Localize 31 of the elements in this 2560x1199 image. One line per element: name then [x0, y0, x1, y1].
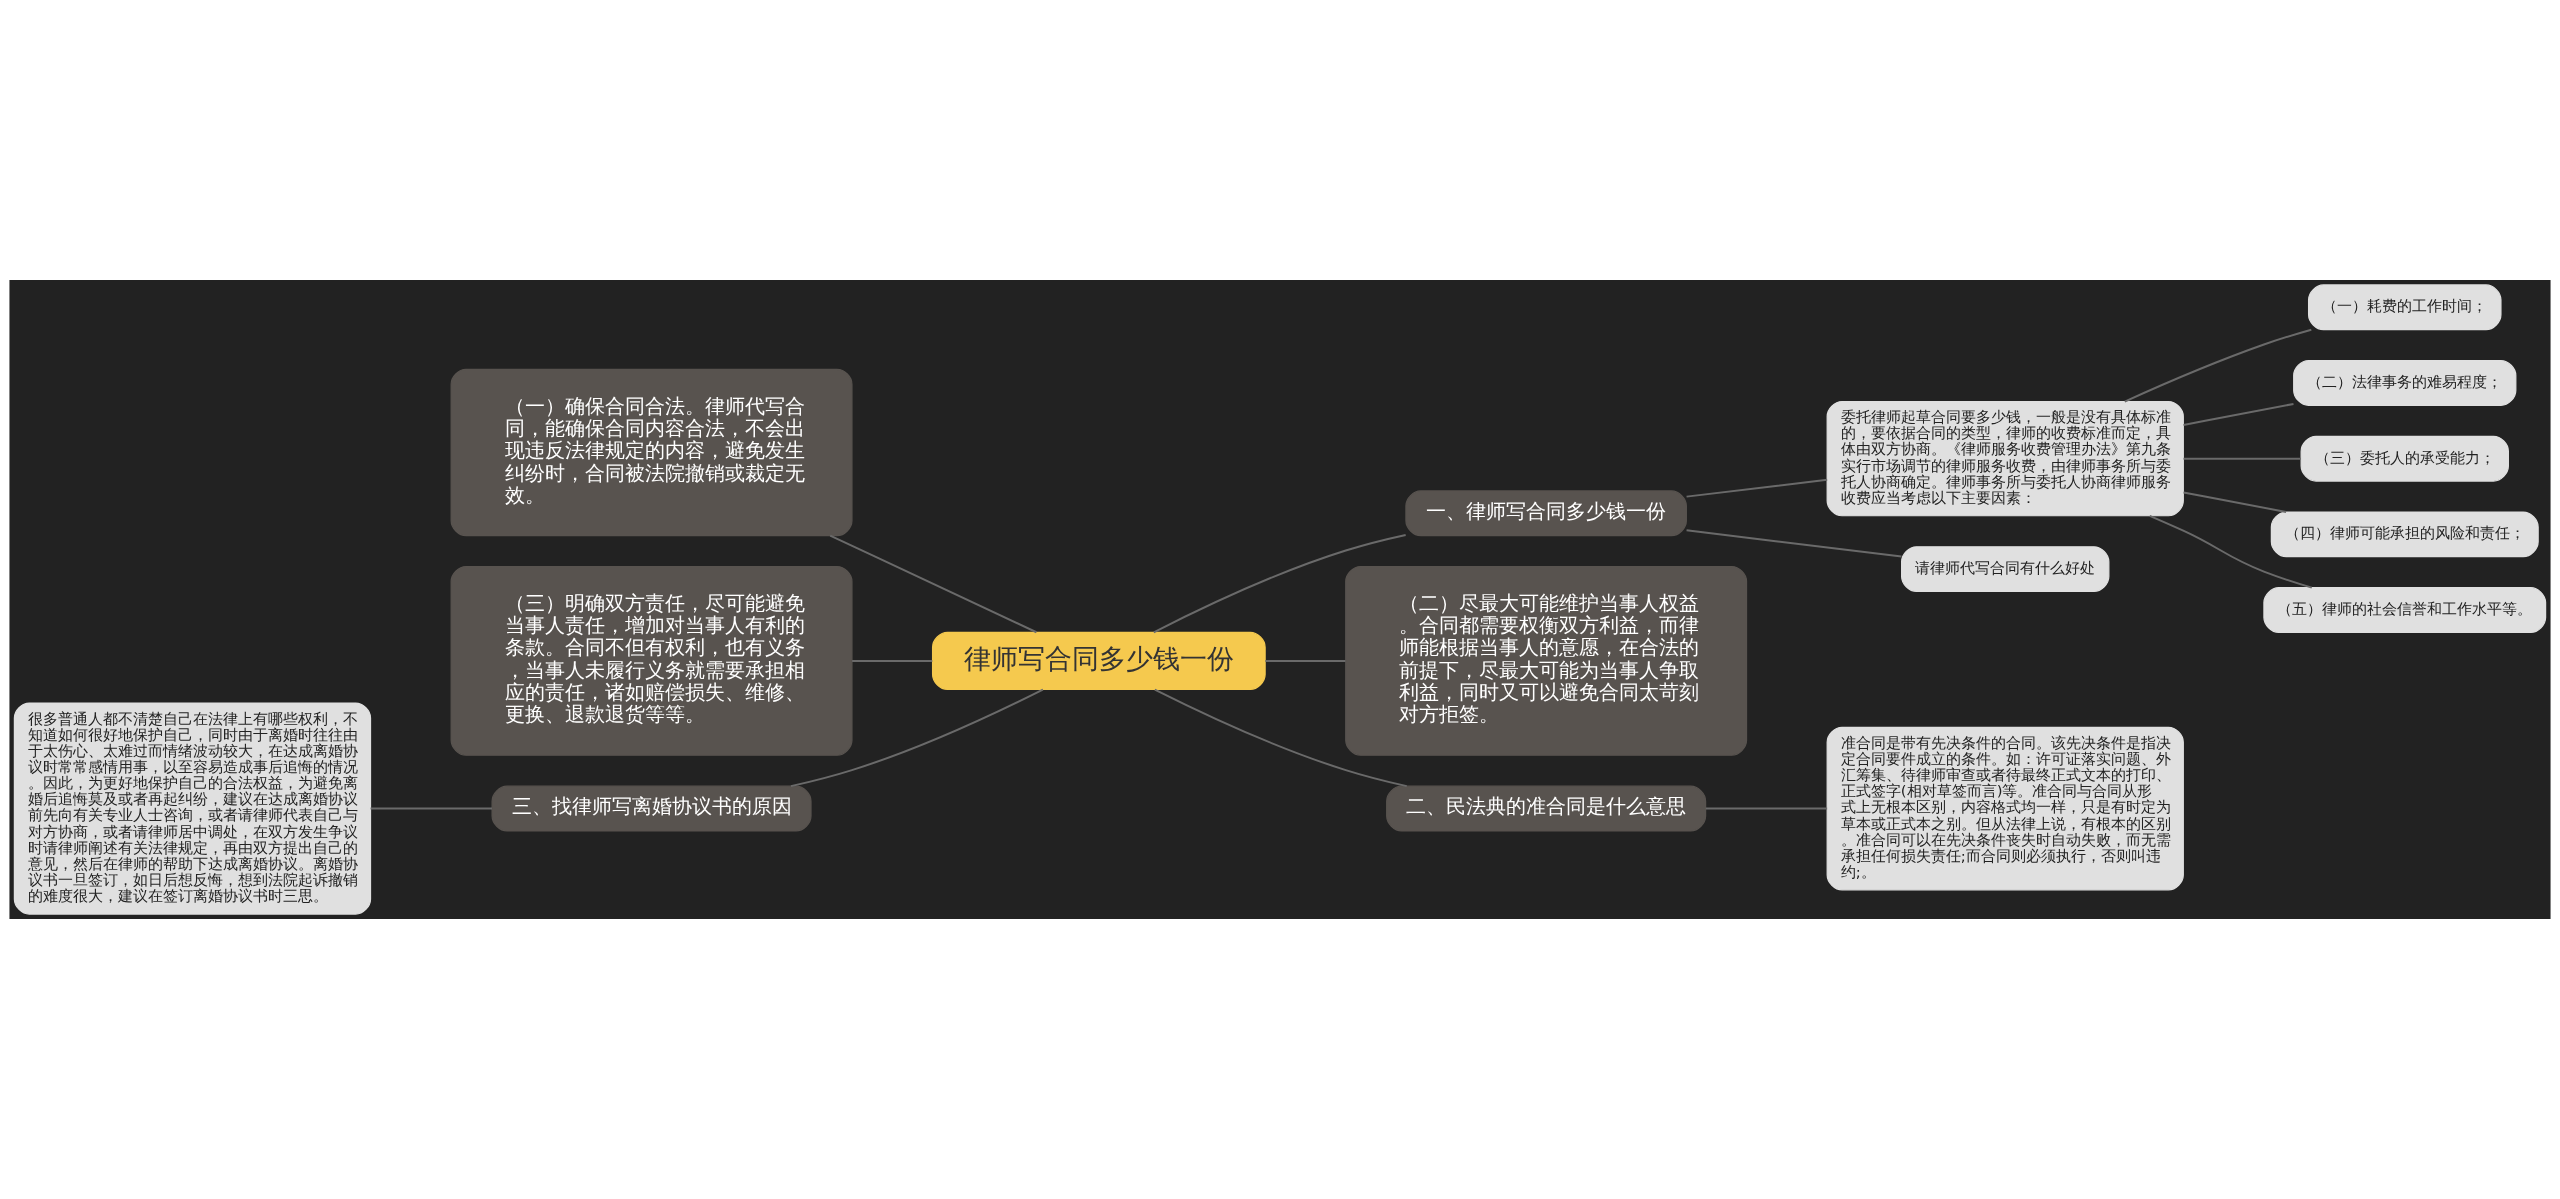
connector	[1685, 529, 1903, 558]
connector	[369, 807, 493, 810]
connector	[829, 534, 1038, 634]
node-box: （一）确保合同合法。律师代写合同，能确保合同内容合法，不会出现违反法律规定的内容，避免发生纠纷时，合同被法院撤销或裁定无效。	[450, 368, 853, 537]
node-box: 二、民法典的准合同是什么意思	[1386, 785, 1707, 832]
node-box: （五）律师的社会信誉和工作水平等。	[2263, 587, 2547, 633]
node-box: （三）明确双方责任，尽可能避免当事人责任，增加对当事人有利的条款。合同不但有权利，也有义务，当事人未履行义务就需要承担相应的责任，诸如赔偿损失、维修、更换、退款退货等等。	[450, 566, 853, 756]
connector	[789, 688, 1044, 788]
connector	[2182, 491, 2288, 513]
node-box: （四）律师可能承担的风险和责任；	[2270, 511, 2539, 558]
node-box: 三、找律师写离婚协议书的原因	[491, 785, 812, 832]
connector	[2182, 402, 2295, 426]
node-box: （二）法律事务的难易程度；	[2293, 360, 2517, 406]
connector	[1704, 807, 1829, 810]
node-box: 一、律师写合同多少钱一份	[1405, 490, 1687, 537]
connector	[1153, 688, 1408, 788]
connector	[2148, 514, 2313, 589]
node-box: （一）耗费的工作时间；	[2308, 284, 2502, 331]
connector	[2123, 328, 2313, 403]
node-box: 很多普通人都不清楚自己在法律上有哪些权利，不知道如何很好地保护自己，同时由于离婚时往往由于太伤心、太难过而情绪波动较大，在达成离婚协议时常常感情用事，以至容易造成事后追悔的情况。因此，为更好地保护自己的合法权益，为避免离婚后追悔莫及或者再起纠纷，建议在达成离婚协议前先向有关专业人士咨询，或者请律师代表自己与对方协商，或者请律师居中调处，在双方发生争议时请律师阐述有关法律规定，再由双方提出自己的意见，然后在律师的帮助下达成离婚协议。离婚协议书一旦签订，如日后想反悔，想到法院起诉撤销的难度很大，建议在签订离婚协议书时三思。	[13, 702, 372, 915]
connector	[1264, 659, 1347, 662]
connector	[2182, 457, 2302, 460]
connector	[1685, 478, 1829, 498]
node-box: 准合同是带有先决条件的合同。该先决条件是指决定合同要件成立的条件。如：许可证落实问题、外汇筹集、待律师审查或者待最终正式文本的打印、正式签字(相对草签而言)等。准合同与合同从形式上无根本区别，内容格式均一样，只是有时定为草本或正式本之别。但从法律上说，有根本的区别。准合同可以在先决条件丧失时自动失败，而无需承担任何损失责任;而合同则必须执行，否则叫违约;。	[1826, 726, 2184, 891]
node-box: （二）尽最大可能维护当事人权益。合同都需要权衡双方利益，而律师能根据当事人的意愿，在合法的前提下，尽最大可能为当事人争取利益，同时又可以避免合同太苛刻对方拒签。	[1345, 566, 1748, 756]
node-box: （三）委托人的承受能力；	[2300, 435, 2509, 482]
node-box: 律师写合同多少钱一份	[931, 631, 1266, 691]
connector	[851, 659, 934, 662]
connector	[1152, 533, 1407, 634]
node-box: 委托律师起草合同要多少钱，一般是没有具体标准的，要依据合同的类型，律师的收费标准而定，具体由双方协商。《律师服务收费管理办法》第九条实行市场调节的律师服务收费，由律师事务所与委托人协商确定。律师事务所与委托人协商律师服务收费应当考虑以下主要因素：	[1826, 401, 2184, 517]
node-box: 请律师代写合同有什么好处	[1901, 546, 2110, 593]
